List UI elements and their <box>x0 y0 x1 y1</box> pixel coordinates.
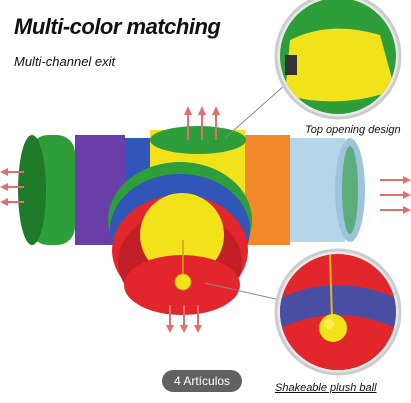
item-count-badge[interactable]: 4 Artículos <box>162 370 243 392</box>
arrows-right <box>380 176 411 214</box>
headline-title: Multi-color matching <box>14 14 221 39</box>
callout-top-zoom <box>224 0 402 139</box>
tunnel-right-arm <box>235 135 365 245</box>
arrows-left <box>0 168 24 206</box>
callout-ball-label: Shakeable plush ball <box>275 382 377 394</box>
callout-top-label: Top opening design <box>305 124 401 136</box>
tunnel-front-arm <box>108 162 252 315</box>
arrows-top <box>184 106 220 140</box>
arrows-bottom <box>166 305 202 333</box>
callout-ball-zoom <box>204 248 402 376</box>
headline-subtitle: Multi-channel exit <box>14 54 116 69</box>
